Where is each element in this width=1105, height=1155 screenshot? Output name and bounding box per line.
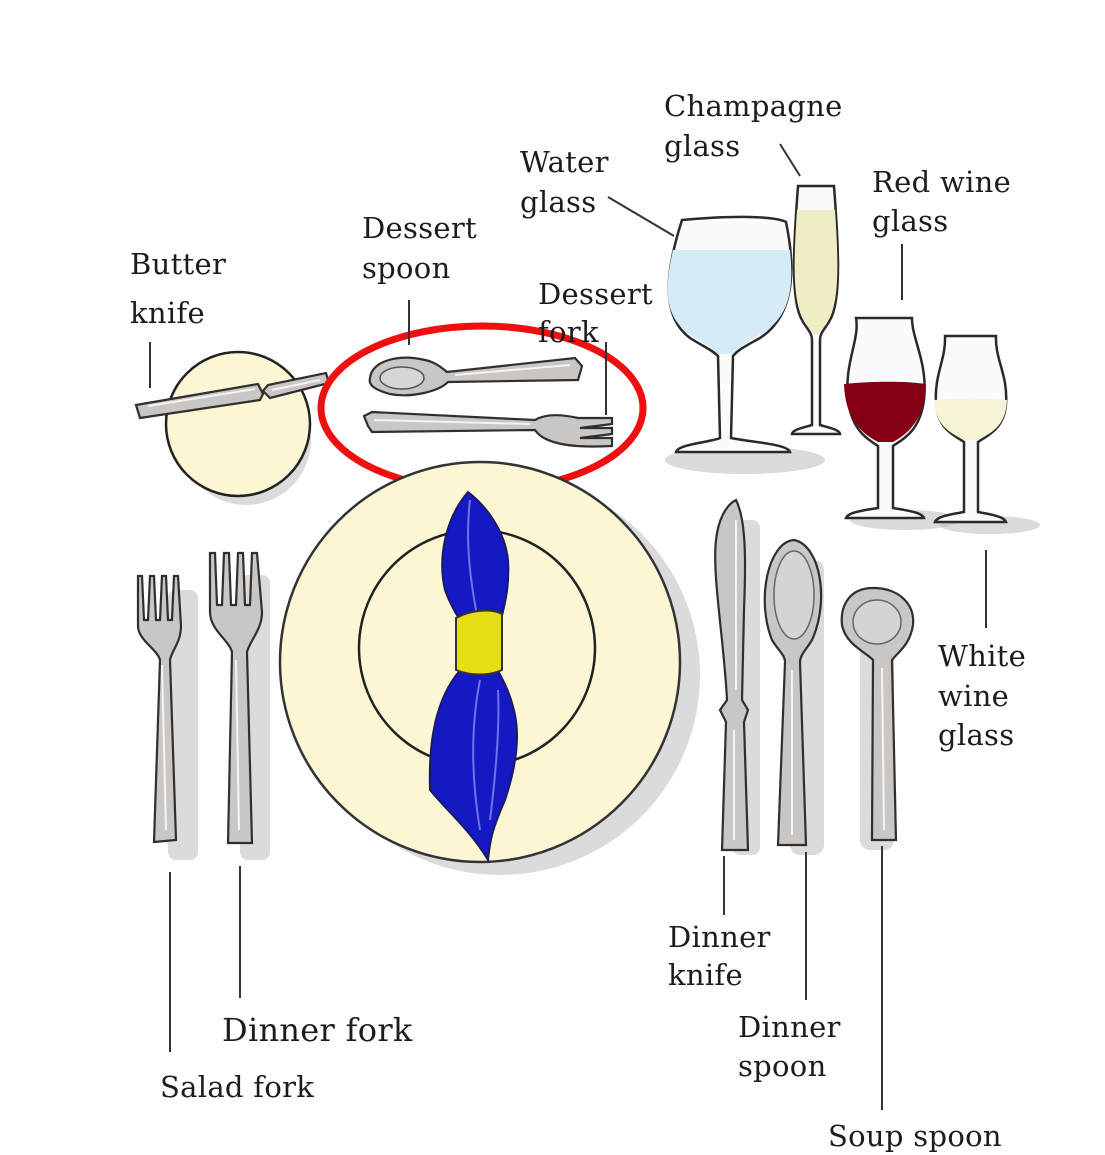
dessert-spoon: [370, 358, 582, 396]
dinner-knife-label: Dinner knife: [668, 920, 780, 992]
red-wine-glass: [844, 318, 926, 518]
butter-knife-label: Butter knife: [130, 247, 236, 330]
bread-plate: [166, 352, 310, 496]
soup-spoon-utensil: [842, 588, 913, 840]
salad-fork-label: Salad fork: [160, 1070, 314, 1104]
dessert-fork-label: Dessert fork: [538, 277, 663, 349]
water-glass: [668, 217, 792, 452]
dinner-fork-label: Dinner fork: [222, 1011, 413, 1049]
water-glass-label: Water glass: [520, 145, 618, 219]
white-wine-glass: [934, 336, 1007, 522]
dessert-fork: [364, 412, 612, 447]
white-wine-glass-label: White wine glass: [938, 639, 1036, 752]
red-wine-glass-label: Red wine glass: [872, 165, 1021, 238]
dessert-spoon-label: Dessert spoon: [362, 211, 487, 285]
champagne-glass: [792, 186, 840, 434]
soup-spoon-label: Soup spoon: [828, 1119, 1002, 1153]
napkin-ring: [456, 611, 502, 675]
champagne-glass-label: Champagne glass: [664, 89, 852, 163]
dinner-knife-utensil: [715, 500, 748, 850]
dinner-spoon-label: Dinner spoon: [738, 1010, 850, 1083]
